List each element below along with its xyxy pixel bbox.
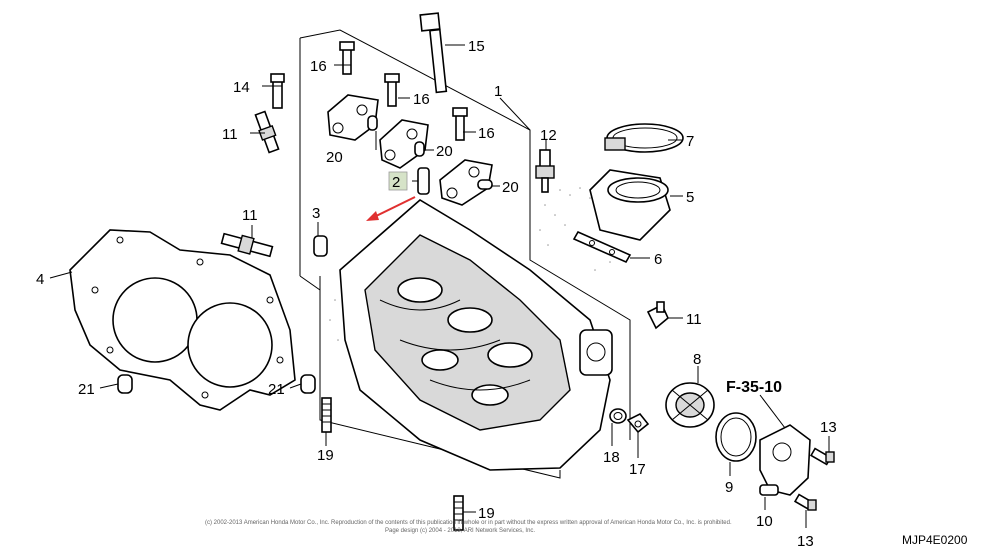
highlight-box — [388, 171, 408, 191]
sleeve-2[interactable] — [417, 167, 430, 195]
intake-insulator-5[interactable] — [589, 169, 671, 241]
spark-plug-lower[interactable] — [220, 232, 274, 258]
sensor-12[interactable] — [535, 149, 555, 193]
hose-clamp-7[interactable] — [604, 123, 684, 153]
callout-13-lower[interactable]: 13 — [797, 533, 814, 550]
dowel-20-c[interactable] — [477, 179, 493, 190]
dowel-pin-left[interactable] — [117, 374, 133, 394]
reference-label[interactable]: F-35-10 — [726, 379, 782, 396]
callout-19-upper[interactable]: 19 — [317, 447, 334, 464]
callout-8[interactable]: 8 — [693, 351, 701, 368]
stud-bolt-lower[interactable] — [453, 495, 464, 531]
callout-19-lower[interactable]: 19 — [478, 505, 495, 522]
cylinder-head[interactable] — [339, 199, 613, 471]
callout-21-right[interactable]: 21 — [268, 381, 285, 398]
bolt-14[interactable] — [270, 73, 285, 109]
bolt-13-lower[interactable] — [793, 493, 817, 511]
callout-7[interactable]: 7 — [686, 133, 694, 150]
bolt-16-a[interactable] — [339, 41, 355, 75]
callout-11-middle[interactable]: 11 — [242, 207, 258, 224]
dowel-20-b[interactable] — [414, 141, 425, 157]
callout-20-a[interactable]: 20 — [326, 149, 343, 166]
callout-16-b[interactable]: 16 — [413, 91, 430, 108]
thermostat-8[interactable] — [665, 382, 715, 428]
bolt-11-right[interactable] — [646, 301, 669, 330]
dowel-20-a[interactable] — [367, 115, 378, 131]
callout-15[interactable]: 15 — [468, 38, 485, 55]
stud-bolt-upper[interactable] — [321, 397, 332, 433]
callout-10[interactable]: 10 — [756, 513, 773, 530]
callout-21-left[interactable]: 21 — [78, 381, 95, 398]
copyright-line-1: (c) 2002-2013 American Honda Motor Co., … — [205, 520, 732, 526]
callout-1[interactable]: 1 — [494, 83, 502, 100]
bolt-13-upper[interactable] — [809, 447, 835, 466]
copyright-line-2: Page design (c) 2004 - 2013, ARI Network… — [385, 528, 535, 534]
callout-11-upper[interactable]: 11 — [222, 126, 238, 143]
red-arrow — [366, 196, 416, 221]
diagram-code: MJP4E0200 — [902, 533, 968, 547]
callout-20-b[interactable]: 20 — [436, 143, 453, 160]
long-bolt-15[interactable] — [419, 12, 448, 94]
callout-3[interactable]: 3 — [312, 205, 320, 222]
callout-9[interactable]: 9 — [725, 479, 733, 496]
callout-17[interactable]: 17 — [629, 461, 646, 478]
callout-14[interactable]: 14 — [233, 79, 250, 96]
callout-13-upper[interactable]: 13 — [820, 419, 837, 436]
callout-5[interactable]: 5 — [686, 189, 694, 206]
bolt-16-c[interactable] — [452, 107, 468, 141]
callout-20-c[interactable]: 20 — [502, 179, 519, 196]
callout-12[interactable]: 12 — [540, 127, 557, 144]
insulator-band-6[interactable] — [572, 230, 632, 264]
plug-3[interactable] — [313, 235, 328, 257]
callout-4[interactable]: 4 — [36, 271, 44, 288]
dowel-pin-right[interactable] — [300, 374, 316, 394]
bolt-16-b[interactable] — [384, 73, 400, 107]
spark-plug-upper[interactable] — [254, 110, 280, 154]
callout-16-c[interactable]: 16 — [478, 125, 495, 142]
thermostat-cover-10[interactable] — [759, 424, 811, 496]
callout-11-right[interactable]: 11 — [686, 311, 702, 328]
callout-2[interactable]: 2 — [392, 174, 400, 191]
bolt-17[interactable] — [626, 412, 650, 434]
leader-lines — [49, 44, 830, 528]
callout-16-a[interactable]: 16 — [310, 58, 327, 75]
o-ring-9[interactable] — [715, 412, 757, 462]
head-gasket[interactable] — [69, 229, 296, 411]
callout-6[interactable]: 6 — [654, 251, 662, 268]
callout-18[interactable]: 18 — [603, 449, 620, 466]
washer-18[interactable] — [609, 408, 627, 424]
